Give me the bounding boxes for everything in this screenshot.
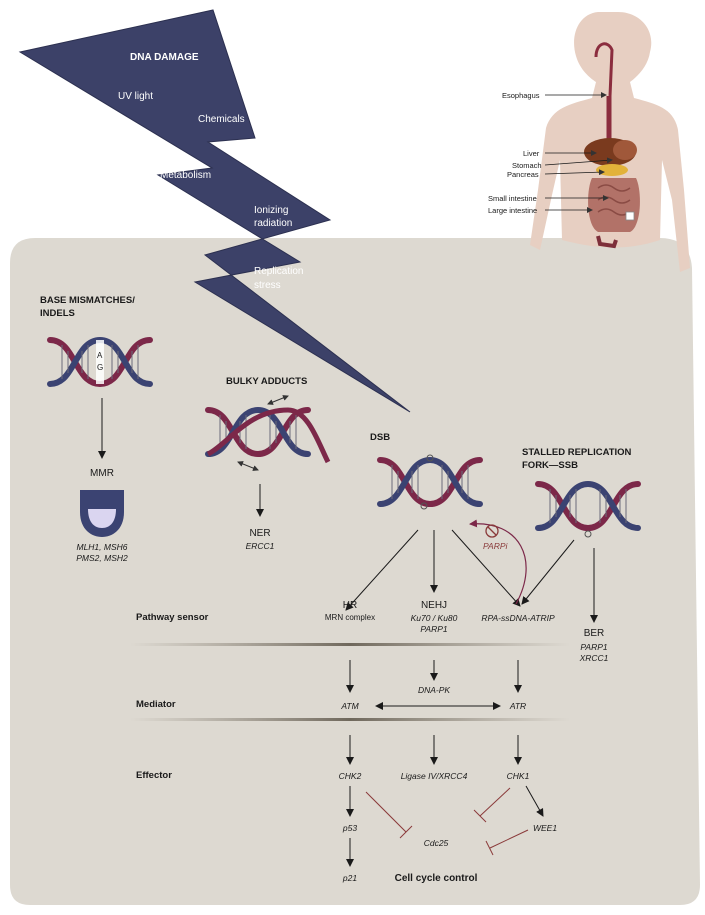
label-parpi: PARPi: [483, 541, 509, 551]
signaling-arrows: [346, 660, 544, 867]
row-label-effector: Effector: [136, 770, 172, 781]
source-ionizing-1: Ionizing: [254, 205, 288, 216]
divider-sensor-mediator: [130, 643, 570, 646]
label-liver: Liver: [523, 149, 540, 158]
label-stomach: Stomach: [512, 161, 542, 170]
svg-text:G: G: [97, 363, 103, 372]
source-chemicals: Chemicals: [198, 114, 245, 125]
source-ionizing-2: radiation: [254, 218, 292, 229]
nehj-genes-2: PARP1: [420, 624, 448, 634]
source-uv-light: UV light: [118, 91, 153, 102]
pathway-mmr: MMR: [90, 468, 114, 479]
upper-arrows: [98, 398, 598, 623]
label-large-intestine: Large intestine: [488, 206, 537, 215]
heading-stalled-1: STALLED REPLICATION: [522, 447, 632, 458]
dna-helix-dsb: [380, 454, 480, 510]
dna-damage-title: DNA DAMAGE: [130, 52, 199, 63]
node-ligase-iv-xrcc4: Ligase IV/XRCC4: [401, 771, 468, 781]
divider-mediator-effector: [130, 718, 570, 721]
node-p53: p53: [342, 823, 357, 833]
rpa-ssdna-atrip: RPA-ssDNA-ATRIP: [481, 613, 555, 623]
svg-text:A: A: [97, 351, 103, 360]
row-label-pathway-sensor: Pathway sensor: [136, 612, 209, 623]
mmr-protein-inner: [88, 509, 116, 528]
mmr-genes-2: PMS2, MSH2: [76, 553, 128, 563]
heading-stalled-2: FORK—SSB: [522, 460, 578, 471]
heading-bulky-adducts: BULKY ADDUCTS: [226, 376, 307, 387]
heading-mismatch-1: BASE MISMATCHES/: [40, 295, 135, 306]
body-labels: Esophagus Liver Stomach Pancreas Small i…: [488, 91, 613, 215]
node-dna-pk: DNA-PK: [418, 685, 450, 695]
label-esophagus: Esophagus: [502, 91, 540, 100]
nehj-genes-1: Ku70 / Ku80: [411, 613, 458, 623]
dna-helix-mismatch: A G: [50, 340, 150, 384]
background-panel: [10, 238, 700, 905]
pathway-nehj: NEHJ: [421, 600, 447, 611]
node-cdc25: Cdc25: [424, 838, 449, 848]
cell-cycle-control: Cell cycle control: [395, 873, 478, 884]
damage-sources: DNA DAMAGE UV light Chemicals Metabolism…: [118, 52, 303, 291]
inhibition-lines: [365, 787, 529, 856]
ber-gene-1: PARP1: [580, 642, 608, 652]
dna-damage-lightning-bolt: [18, 9, 411, 413]
source-replication-1: Replication: [254, 266, 303, 277]
label-small-intestine: Small intestine: [488, 194, 537, 203]
node-chk1: CHK1: [507, 771, 530, 781]
pathway-hr: HR: [343, 600, 357, 611]
node-atm: ATM: [340, 701, 359, 711]
ber-gene-2: XRCC1: [579, 653, 609, 663]
pathway-ner: NER: [249, 528, 270, 539]
mmr-genes-1: MLH1, MSH6: [76, 542, 127, 552]
pathway-ber: BER: [584, 628, 605, 639]
heading-dsb: DSB: [370, 432, 390, 443]
source-metabolism: Metabolism: [160, 170, 211, 181]
parpi-inhibition-arrow: [469, 519, 527, 605]
hr-mrn-complex: MRN complex: [325, 613, 375, 622]
label-pancreas: Pancreas: [507, 170, 539, 179]
dna-helix-stalled-fork: [538, 484, 638, 538]
dna-helix-bulky-adduct: [208, 395, 331, 471]
parpi-no-symbol: [485, 524, 499, 538]
source-replication-2: stress: [254, 280, 281, 291]
node-chk2: CHK2: [339, 771, 362, 781]
row-label-mediator: Mediator: [136, 699, 176, 710]
node-wee1: WEE1: [533, 823, 557, 833]
node-atr: ATR: [509, 701, 526, 711]
node-p21: p21: [342, 873, 357, 883]
heading-mismatch-2: INDELS: [40, 308, 75, 319]
human-body-illustration: [530, 12, 690, 272]
ner-gene: ERCC1: [246, 541, 275, 551]
